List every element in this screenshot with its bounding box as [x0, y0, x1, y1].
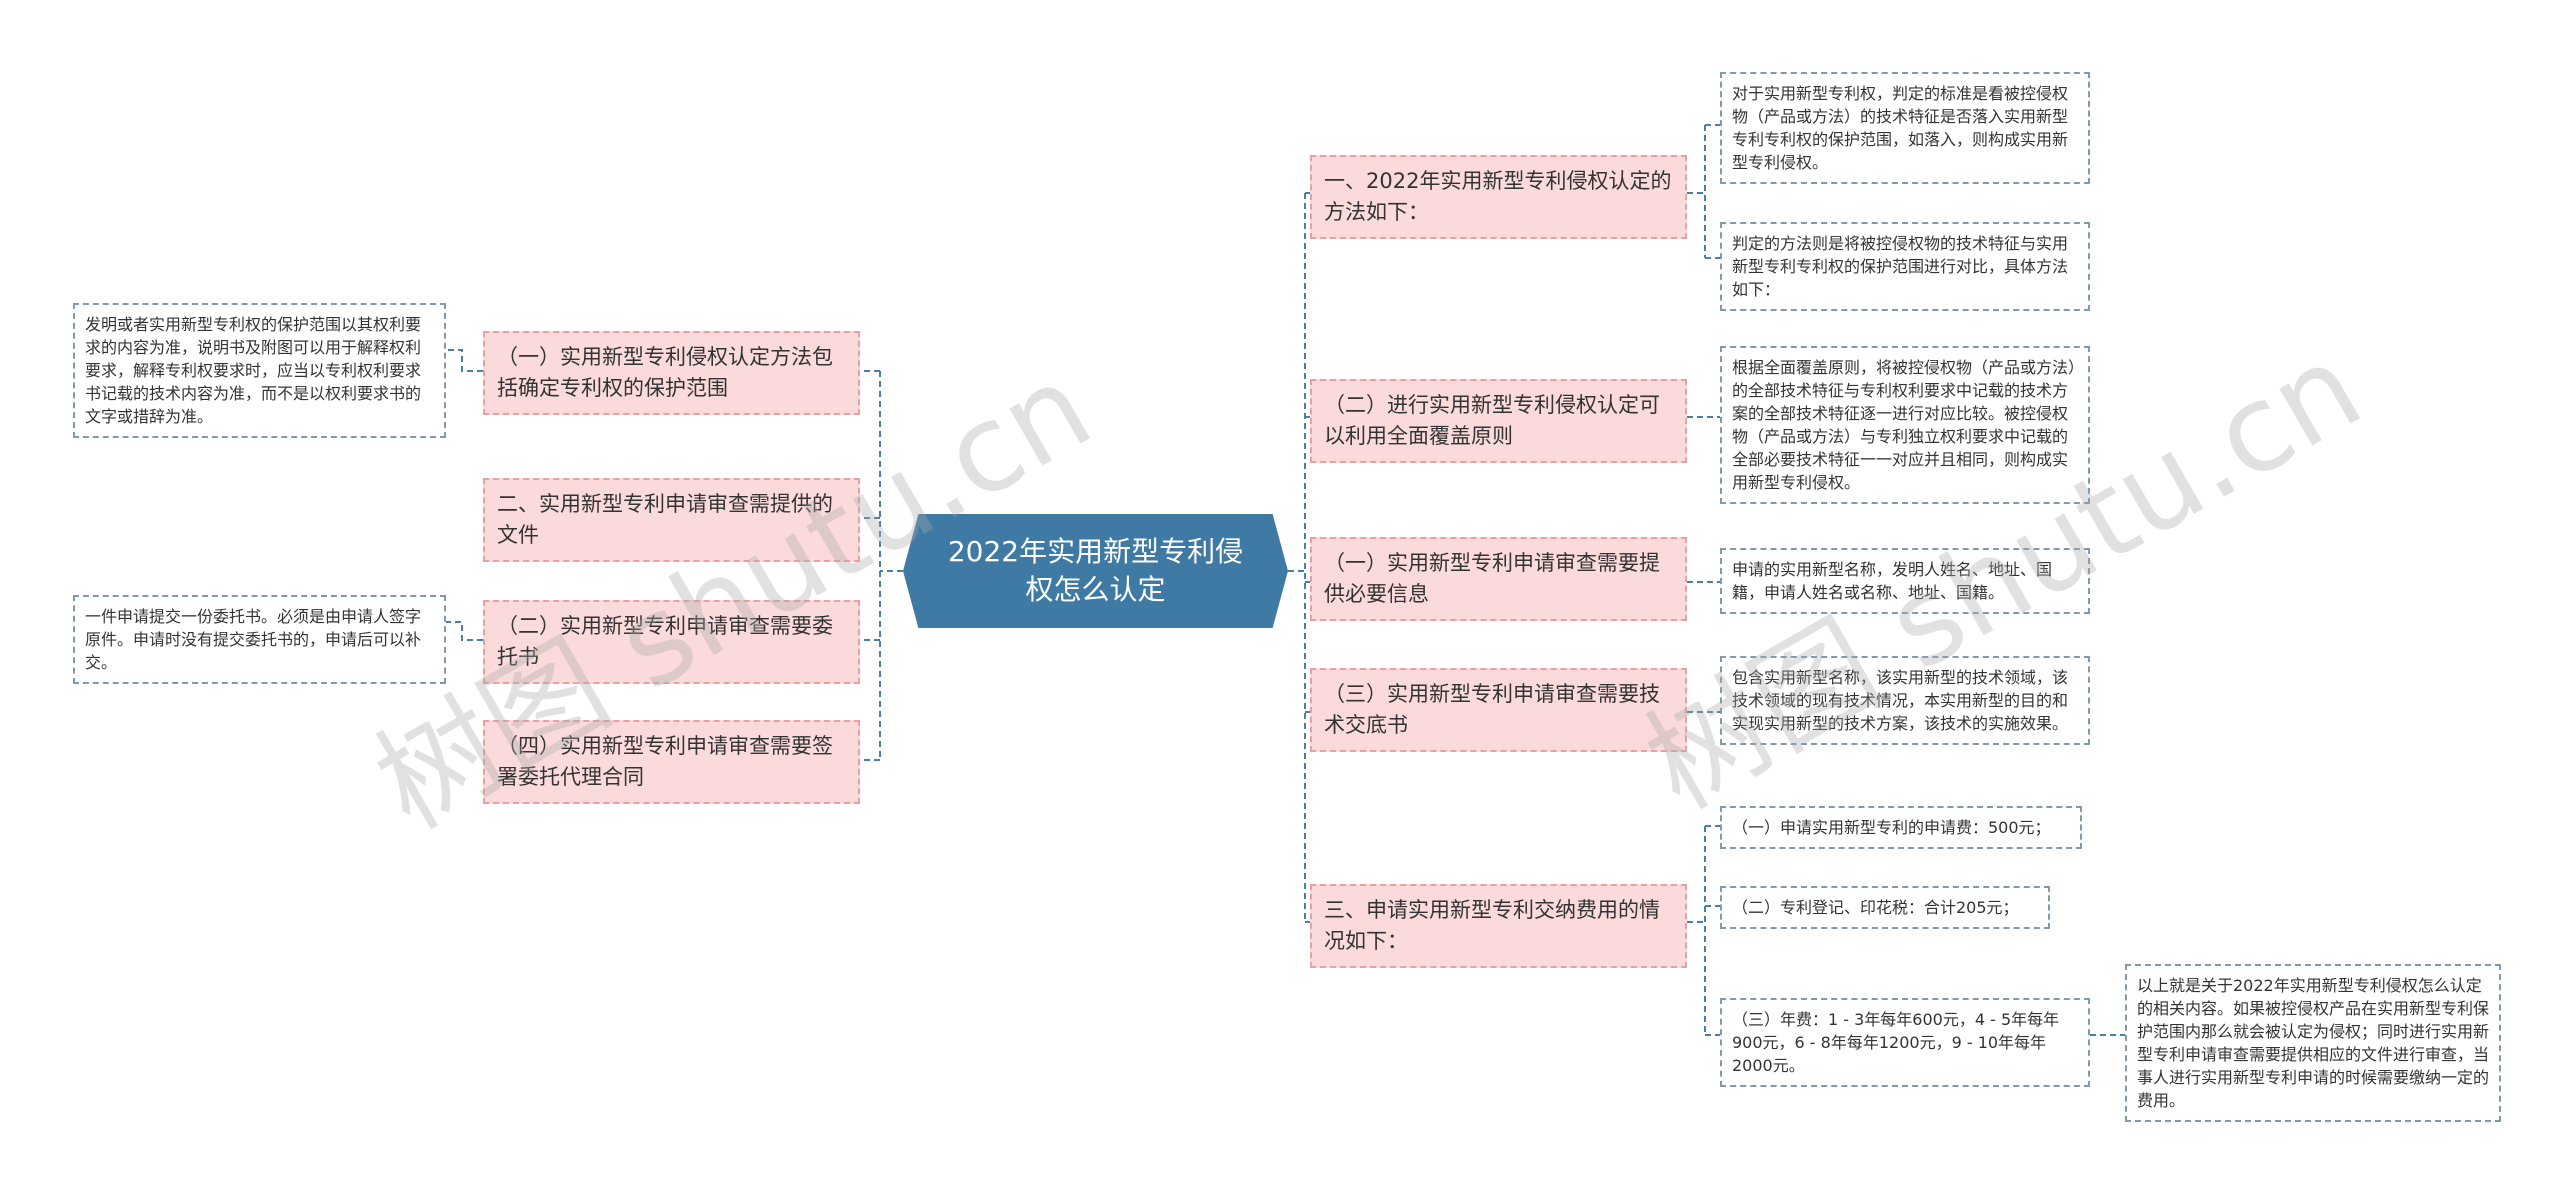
leaf-technical-disclosure[interactable]: 包含实用新型名称，该实用新型的技术领域，该技术领域的现有技术情况，本实用新型的目…: [1720, 656, 2090, 745]
leaf-text: 以上就是关于2022年实用新型专利侵权怎么认定的相关内容。如果被控侵权产品在实用…: [2137, 976, 2490, 1110]
branch-right-full-coverage[interactable]: （二）进行实用新型专利侵权认定可以利用全面覆盖原则: [1310, 379, 1687, 463]
branch-label: （四）实用新型专利申请审查需要签署委托代理合同: [497, 734, 833, 789]
leaf-text: 对于实用新型专利权，判定的标准是看被控侵权物（产品或方法）的技术特征是否落入实用…: [1732, 84, 2069, 172]
branch-label: 三、申请实用新型专利交纳费用的情况如下：: [1324, 898, 1660, 953]
root-label: 2022年实用新型专利侵权怎么认定: [947, 535, 1244, 606]
leaf-application-fee[interactable]: （一）申请实用新型专利的申请费：500元；: [1720, 806, 2082, 849]
leaf-power-of-attorney[interactable]: 一件申请提交一份委托书。必须是由申请人签字原件。申请时没有提交委托书的，申请后可…: [73, 595, 446, 684]
leaf-scope-explanation[interactable]: 发明或者实用新型专利权的保护范围以其权利要求的内容为准，说明书及附图可以用于解释…: [73, 303, 446, 438]
leaf-full-coverage[interactable]: 根据全面覆盖原则，将被控侵权物（产品或方法）的全部技术特征与专利权利要求中记载的…: [1720, 346, 2090, 504]
leaf-text: 一件申请提交一份委托书。必须是由申请人签字原件。申请时没有提交委托书的，申请后可…: [85, 607, 422, 672]
leaf-text: （三）年费：1 - 3年每年600元，4 - 5年每年900元，6 - 8年每年…: [1732, 1010, 2060, 1075]
branch-label: （二）进行实用新型专利侵权认定可以利用全面覆盖原则: [1324, 393, 1660, 448]
leaf-text: 发明或者实用新型专利权的保护范围以其权利要求的内容为准，说明书及附图可以用于解释…: [85, 315, 422, 426]
root-topic[interactable]: 2022年实用新型专利侵权怎么认定: [903, 514, 1288, 628]
leaf-text: 包含实用新型名称，该实用新型的技术领域，该技术领域的现有技术情况，本实用新型的目…: [1732, 668, 2069, 733]
branch-left-required-files[interactable]: 二、实用新型专利申请审查需提供的文件: [483, 478, 860, 562]
branch-label: （三）实用新型专利申请审查需要技术交底书: [1324, 682, 1660, 737]
leaf-annual-fee[interactable]: （三）年费：1 - 3年每年600元，4 - 5年每年900元，6 - 8年每年…: [1720, 998, 2090, 1087]
leaf-summary[interactable]: 以上就是关于2022年实用新型专利侵权怎么认定的相关内容。如果被控侵权产品在实用…: [2125, 964, 2501, 1122]
leaf-registration-fee[interactable]: （二）专利登记、印花税：合计205元；: [1720, 886, 2050, 929]
leaf-method[interactable]: 判定的方法则是将被控侵权物的技术特征与实用新型专利专利权的保护范围进行对比，具体…: [1720, 222, 2090, 311]
branch-label: （二）实用新型专利申请审查需要委托书: [497, 614, 833, 669]
branch-label: （一）实用新型专利申请审查需要提供必要信息: [1324, 551, 1660, 606]
branch-right-technical-disclosure[interactable]: （三）实用新型专利申请审查需要技术交底书: [1310, 668, 1687, 752]
leaf-standard[interactable]: 对于实用新型专利权，判定的标准是看被控侵权物（产品或方法）的技术特征是否落入实用…: [1720, 72, 2090, 184]
leaf-text: （二）专利登记、印花税：合计205元；: [1732, 898, 2019, 917]
branch-right-required-info[interactable]: （一）实用新型专利申请审查需要提供必要信息: [1310, 537, 1687, 621]
branch-right-fees[interactable]: 三、申请实用新型专利交纳费用的情况如下：: [1310, 884, 1687, 968]
leaf-required-info[interactable]: 申请的实用新型名称，发明人姓名、地址、国籍，申请人姓名或名称、地址、国籍。: [1720, 548, 2090, 614]
branch-left-confirm-scope[interactable]: （一）实用新型专利侵权认定方法包括确定专利权的保护范围: [483, 331, 860, 415]
leaf-text: 判定的方法则是将被控侵权物的技术特征与实用新型专利专利权的保护范围进行对比，具体…: [1732, 234, 2069, 299]
leaf-text: （一）申请实用新型专利的申请费：500元；: [1732, 818, 2051, 837]
branch-label: （一）实用新型专利侵权认定方法包括确定专利权的保护范围: [497, 345, 833, 400]
branch-label: 一、2022年实用新型专利侵权认定的方法如下：: [1324, 169, 1672, 224]
leaf-text: 根据全面覆盖原则，将被控侵权物（产品或方法）的全部技术特征与专利权利要求中记载的…: [1732, 358, 2077, 492]
leaf-text: 申请的实用新型名称，发明人姓名、地址、国籍，申请人姓名或名称、地址、国籍。: [1732, 560, 2053, 602]
branch-label: 二、实用新型专利申请审查需提供的文件: [497, 492, 833, 547]
branch-left-power-of-attorney[interactable]: （二）实用新型专利申请审查需要委托书: [483, 600, 860, 684]
branch-left-agency-contract[interactable]: （四）实用新型专利申请审查需要签署委托代理合同: [483, 720, 860, 804]
branch-right-methods[interactable]: 一、2022年实用新型专利侵权认定的方法如下：: [1310, 155, 1687, 239]
